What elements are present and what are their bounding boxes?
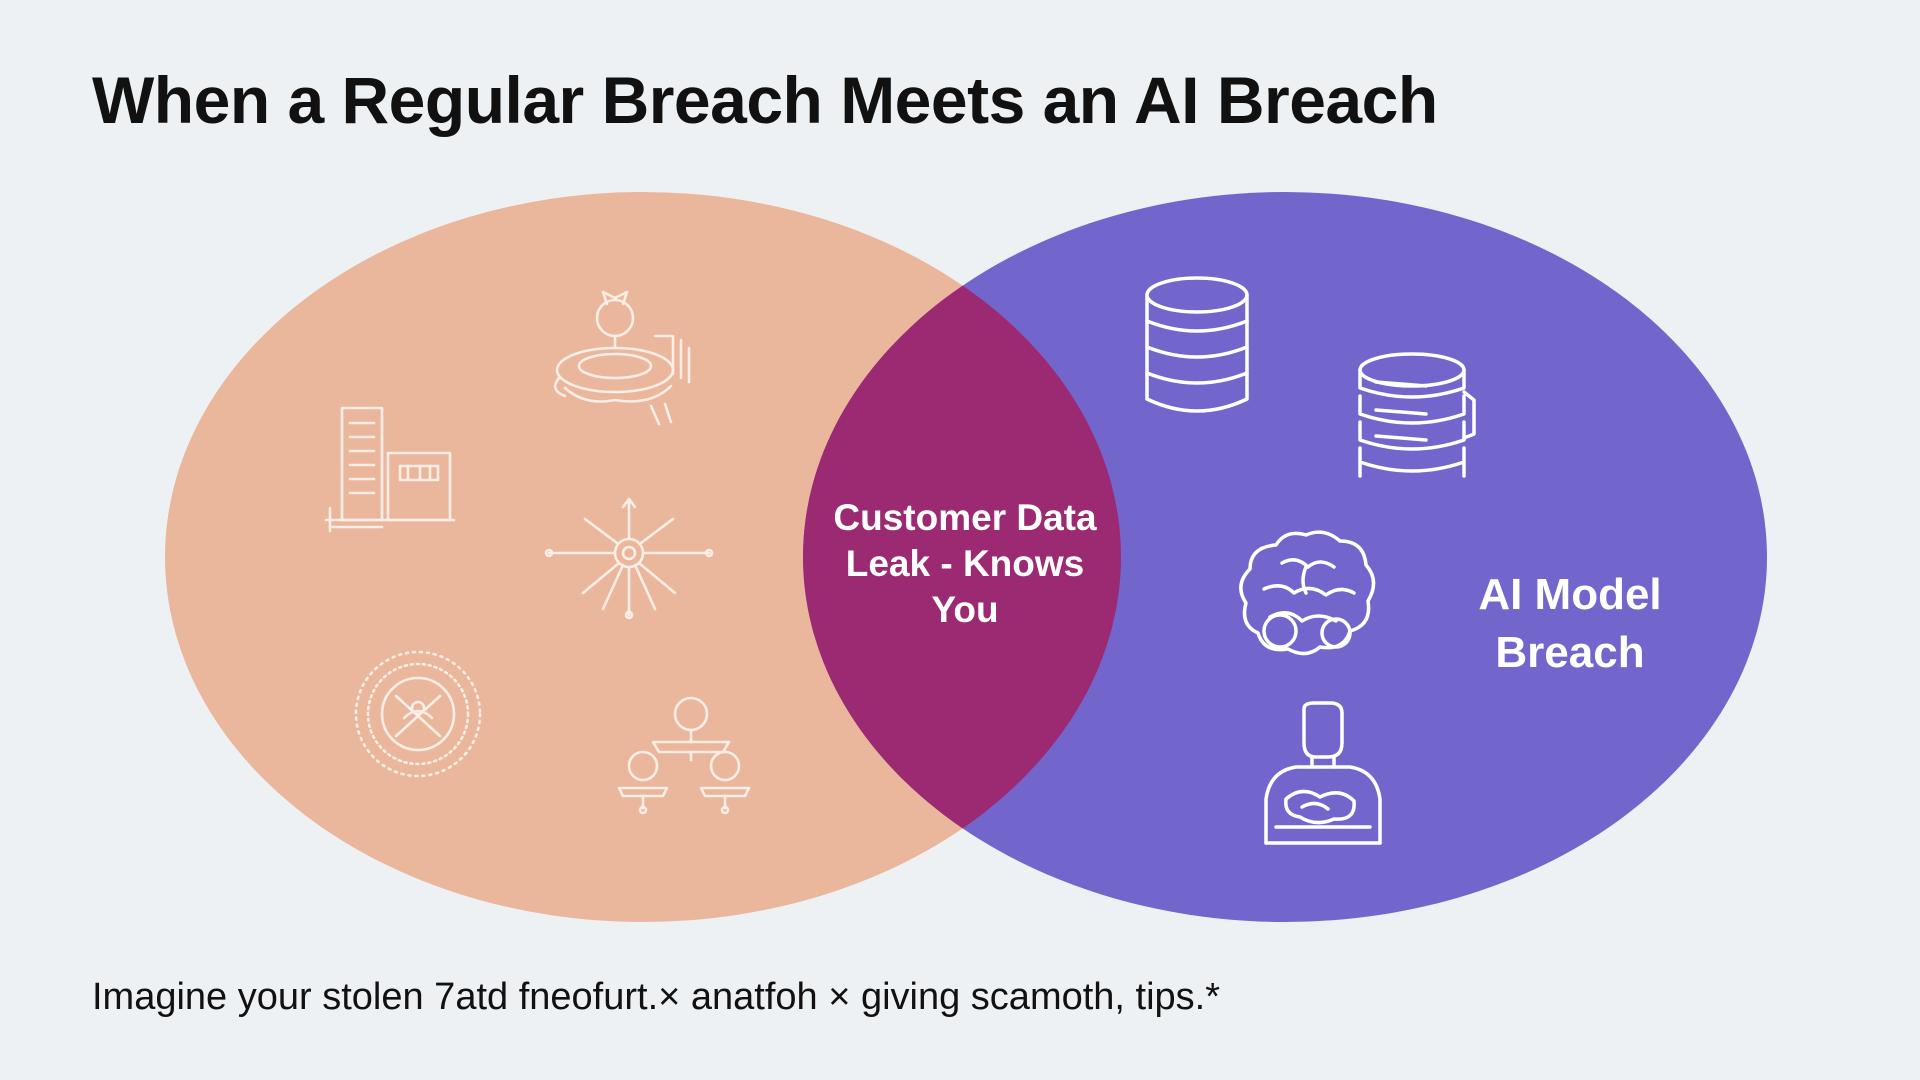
- caption-text: Imagine your stolen 7atd fneofurt.× anat…: [92, 976, 1221, 1018]
- brain-icon: [1239, 530, 1376, 656]
- network-hub-icon: [544, 497, 714, 620]
- person-icon: [1264, 701, 1382, 845]
- page-title: When a Regular Breach Meets an AI Breach: [92, 63, 1438, 137]
- server-stack-icon: [1358, 352, 1476, 478]
- venn-intersection: [803, 192, 1121, 922]
- circular-seal-icon: [354, 650, 482, 778]
- right-circle-label: AI Model Breach: [1478, 570, 1662, 677]
- robot-vacuum-icon: [553, 290, 691, 426]
- org-chart-icon: [617, 696, 751, 815]
- database-icon: [1145, 276, 1249, 413]
- office-building-icon: [324, 406, 456, 533]
- intersection-label: Customer Data Leak - Knows You: [833, 497, 1097, 630]
